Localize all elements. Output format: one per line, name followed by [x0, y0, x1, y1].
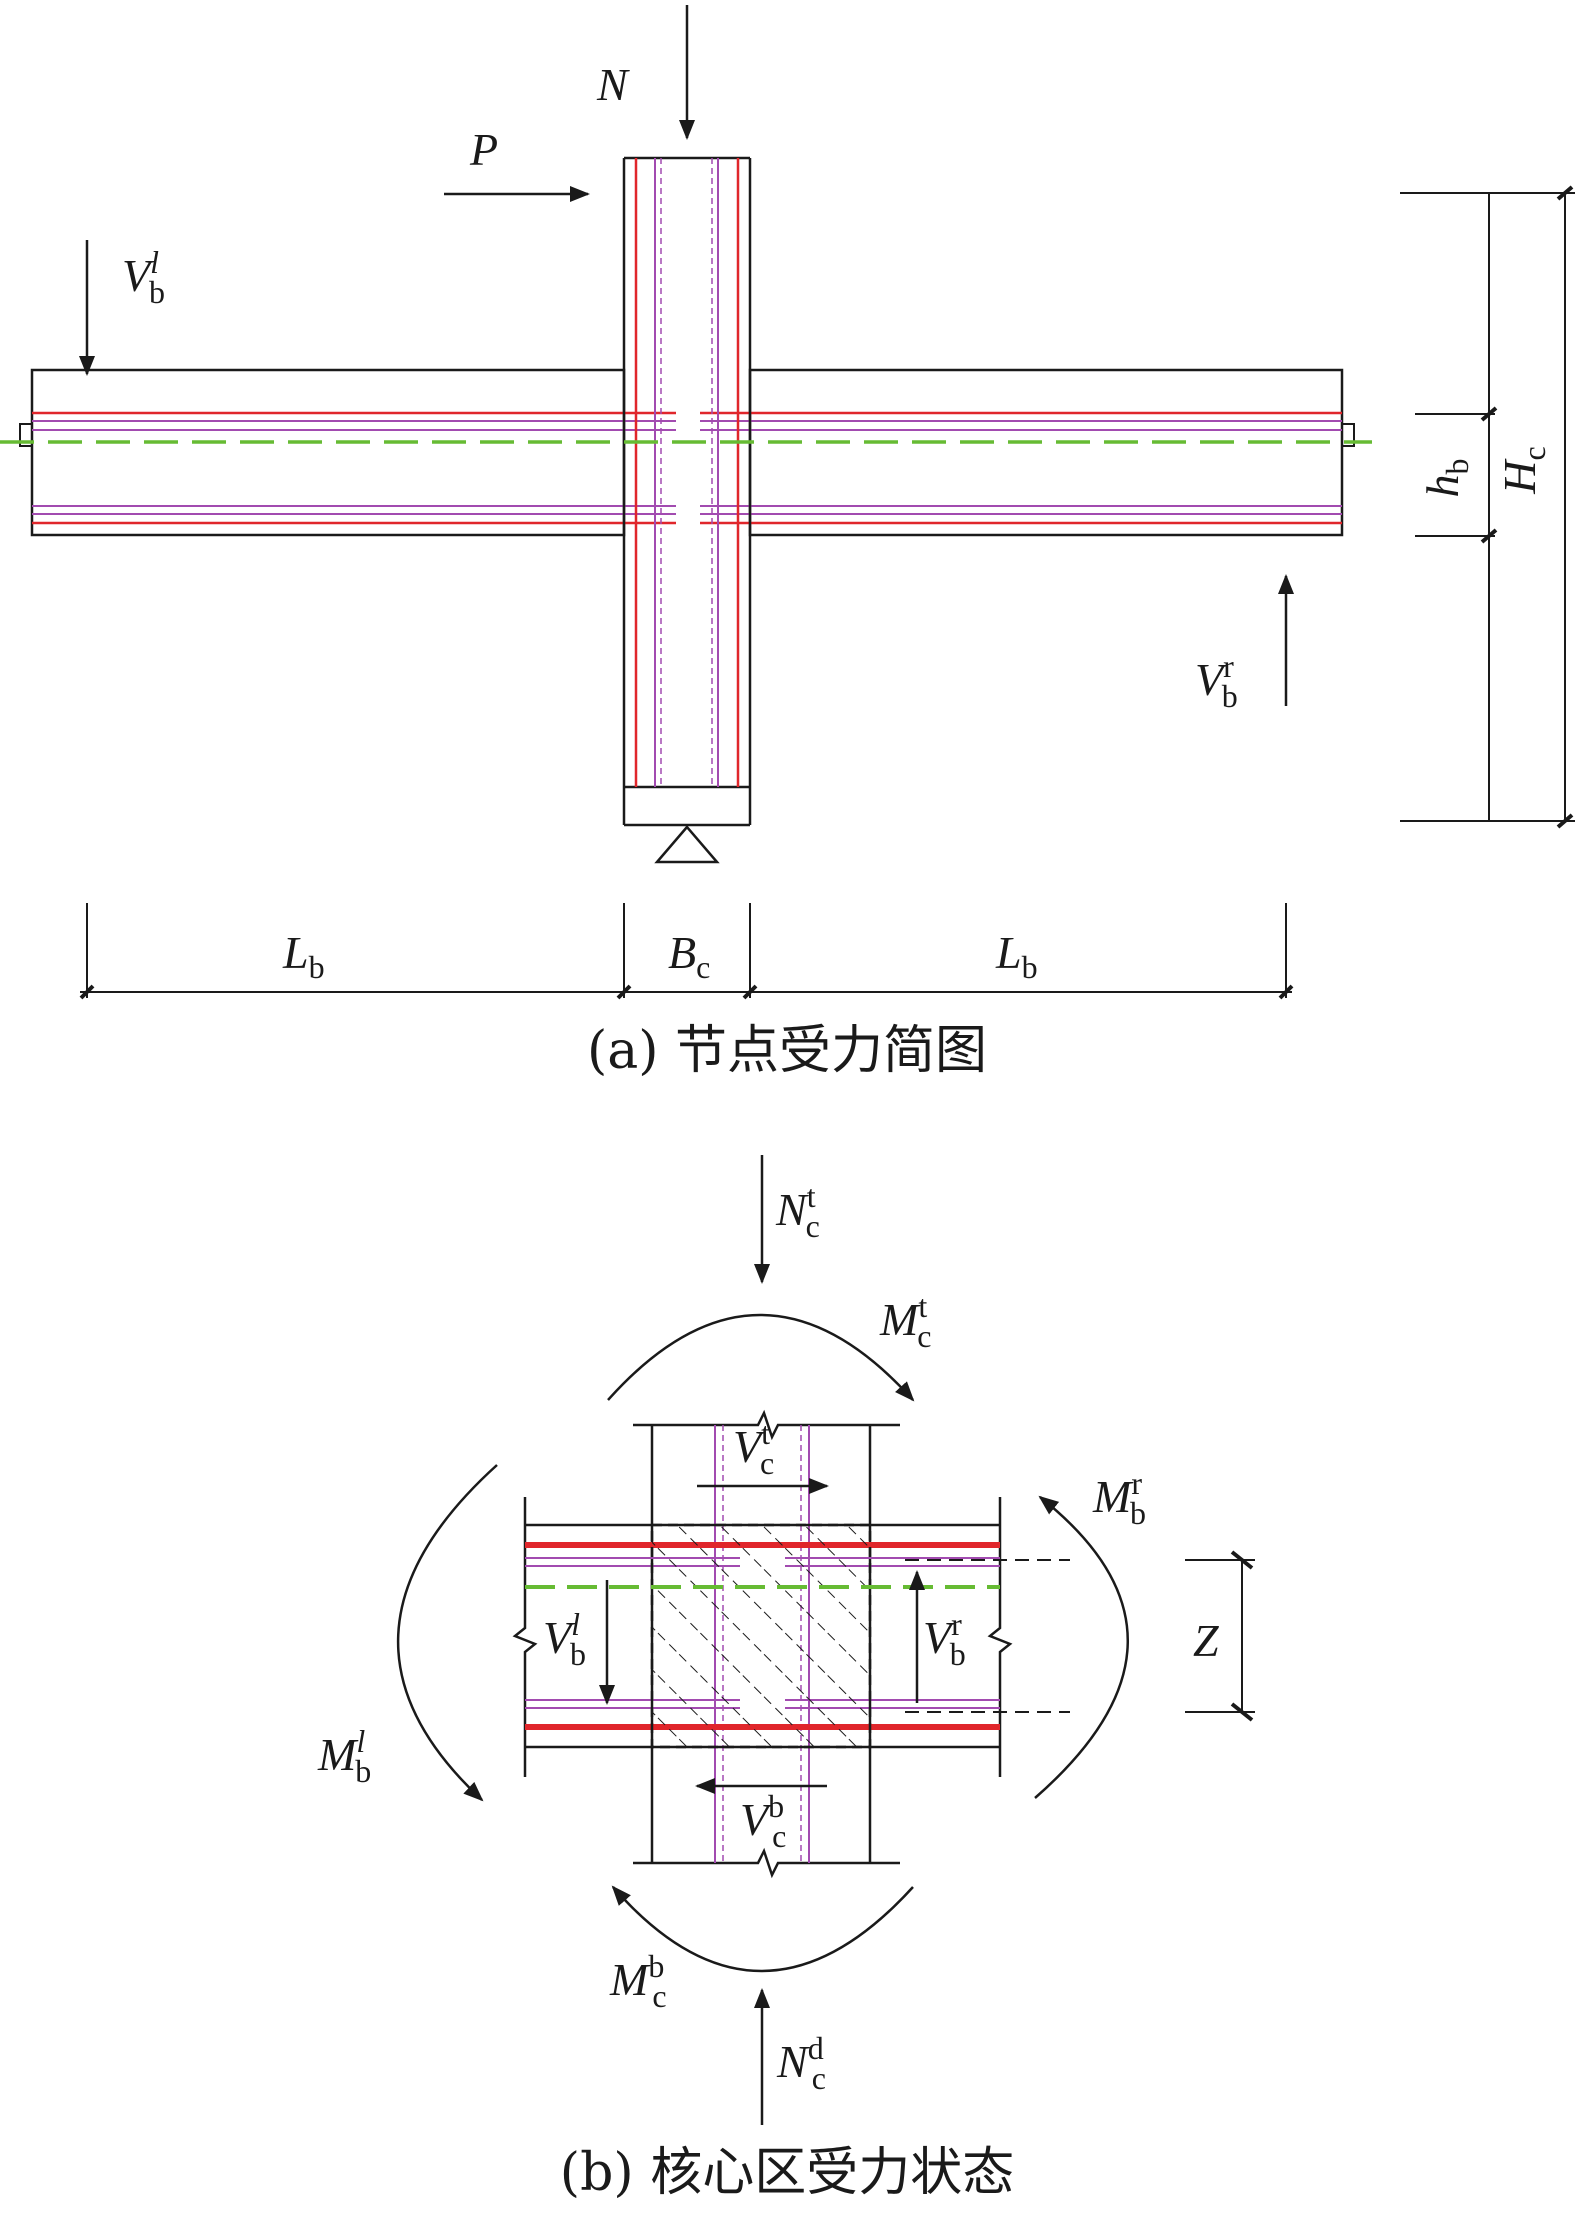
core-zone [650, 1523, 872, 1749]
length-dimensions: Lb Bc Lb [79, 903, 1294, 1000]
label-Bc: Bc [668, 927, 710, 985]
right-moment-arc [1034, 1495, 1129, 1799]
lever-arm-dimension: Z [905, 1550, 1255, 1722]
right-beam [700, 368, 1355, 537]
label-Lb-right: Lb [995, 927, 1038, 985]
left-beam [19, 368, 676, 537]
caption-a: (a) 节点受力简图 [587, 1021, 987, 1081]
pin-support [654, 825, 720, 864]
label-N: N [596, 59, 630, 110]
left-moment-arc [397, 1464, 498, 1802]
label-Z: Z [1193, 1615, 1219, 1666]
label-Hc: Hc [1494, 446, 1552, 494]
bottom-moment-arc [611, 1885, 914, 1973]
label-Lb-left: Lb [282, 927, 325, 985]
label-hb: hb [1417, 459, 1475, 498]
caption-b: (b) 核心区受力状态 [560, 2143, 1014, 2203]
column [622, 156, 752, 827]
height-dimensions: hb Hc [1400, 185, 1575, 829]
top-moment-arc [607, 1313, 915, 1402]
label-P: P [469, 124, 498, 175]
